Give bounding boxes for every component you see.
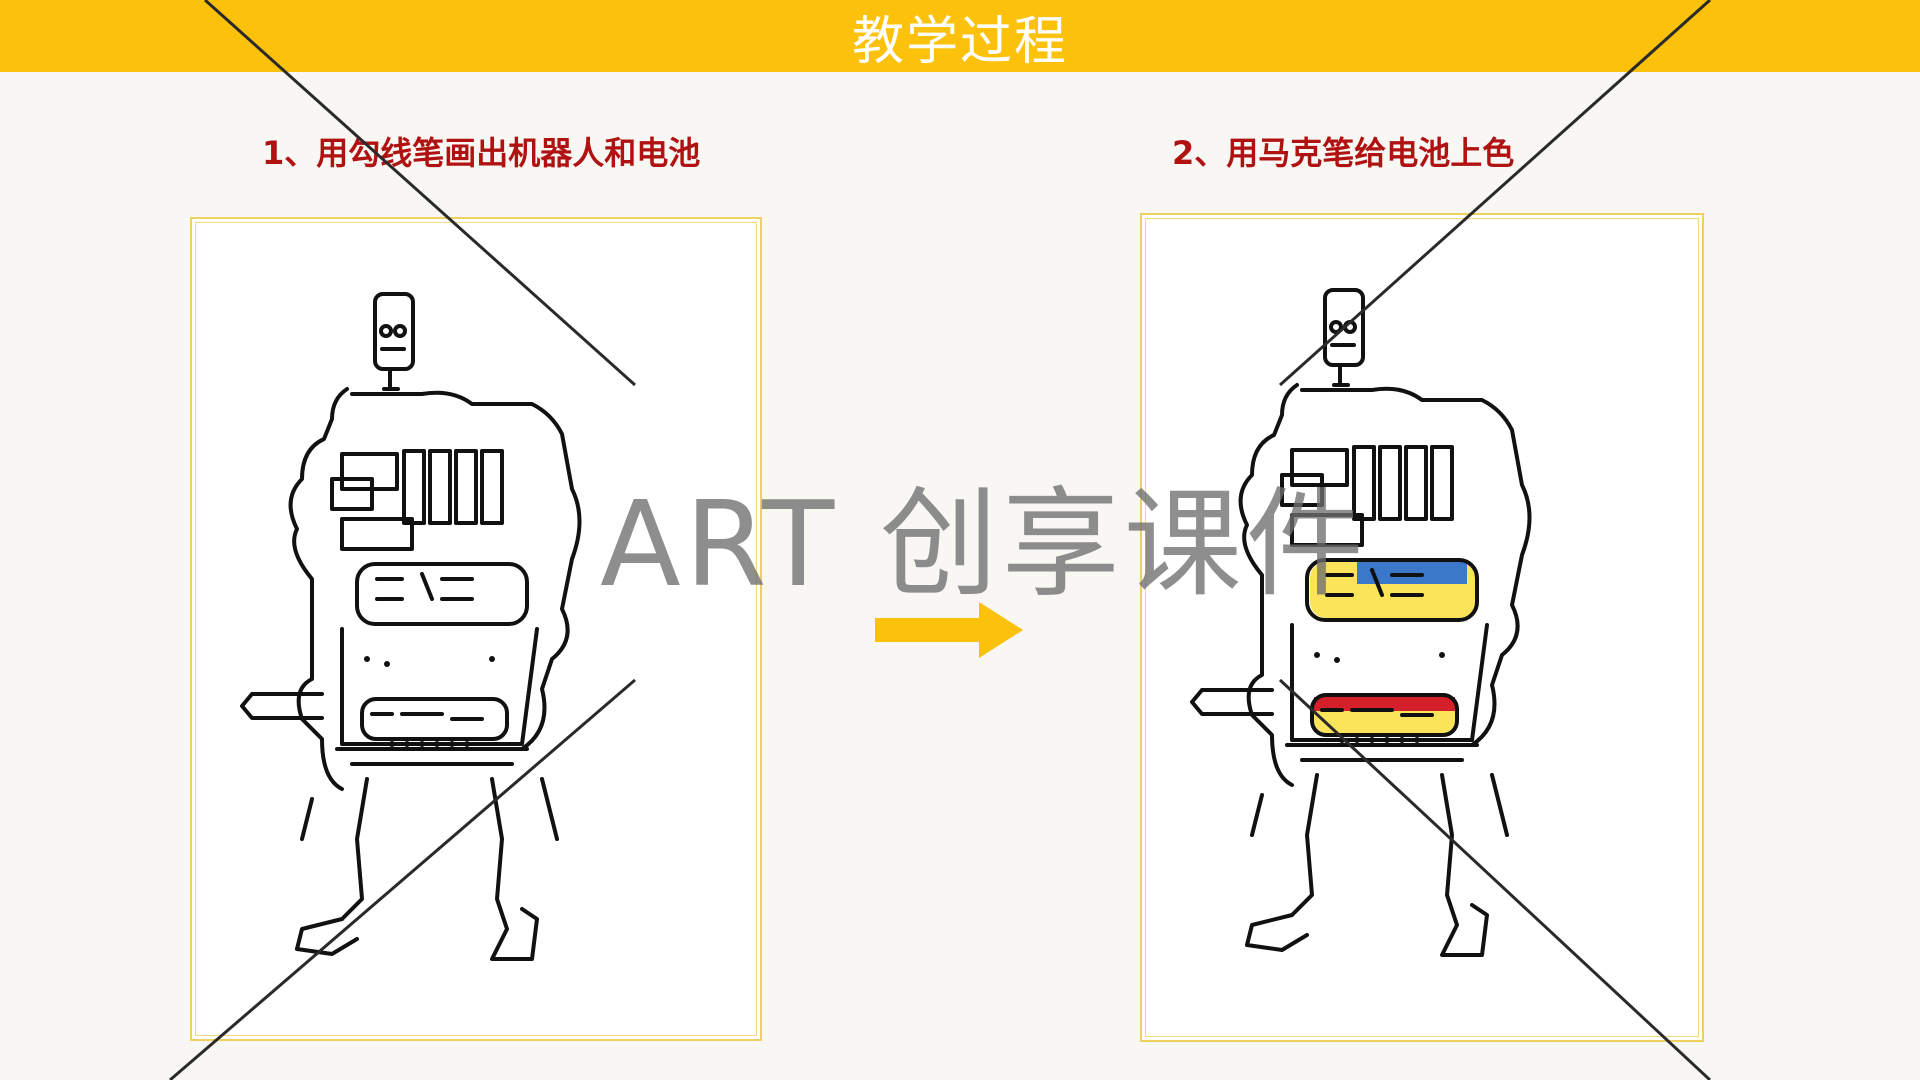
robot-line-drawing-image	[240, 292, 582, 961]
step-2-title: 2、用马克笔给电池上色	[1172, 134, 1515, 172]
watermark-text: ART 创享课件	[600, 475, 1368, 613]
step-2-image-frame	[1140, 213, 1704, 1042]
step-1-image-frame	[190, 217, 762, 1041]
robot-colored-drawing-image	[1190, 288, 1532, 957]
page-title: 教学过程	[851, 11, 1068, 72]
header-bar: 教学过程	[0, 0, 1920, 72]
right-arrow-icon	[875, 602, 1023, 658]
step-1-title: 1、用勾线笔画出机器人和电池	[262, 134, 701, 172]
